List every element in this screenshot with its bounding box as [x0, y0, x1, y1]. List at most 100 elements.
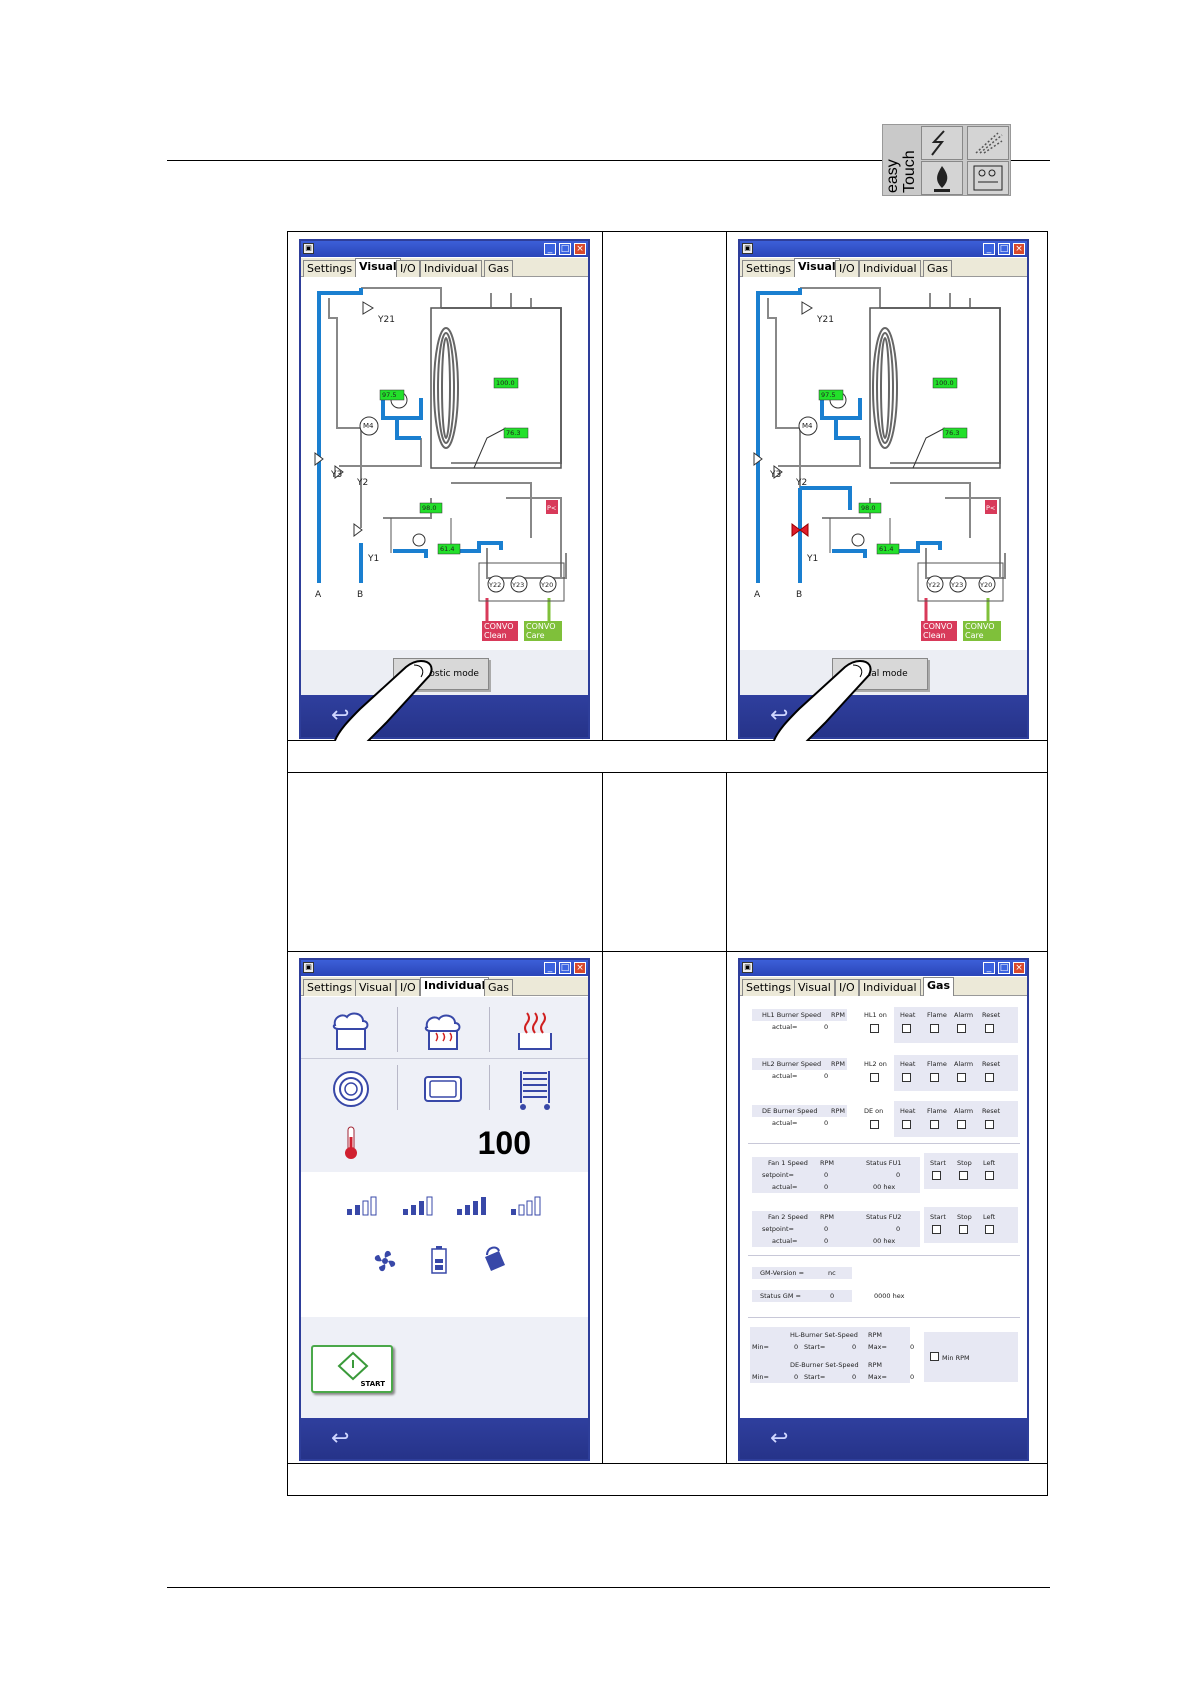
- fan1-setpoint-label: setpoint=: [762, 1171, 794, 1179]
- close-button[interactable]: ×: [1013, 243, 1025, 255]
- level-2-icon[interactable]: [401, 1195, 437, 1217]
- steam-icon: [967, 126, 1009, 160]
- fan1-left-checkbox[interactable]: [985, 1171, 994, 1180]
- tab-individual[interactable]: Individual: [859, 260, 921, 277]
- level-4-icon[interactable]: [509, 1195, 545, 1217]
- fan1-start-checkbox[interactable]: [932, 1171, 941, 1180]
- hl1-on-checkbox[interactable]: [870, 1024, 879, 1033]
- maximize-button[interactable]: □: [998, 962, 1010, 974]
- de-alarm-checkbox[interactable]: [957, 1120, 966, 1129]
- maximize-button[interactable]: □: [998, 243, 1010, 255]
- close-button[interactable]: ×: [574, 243, 586, 255]
- close-button[interactable]: ×: [574, 962, 586, 974]
- level-3-icon[interactable]: [455, 1195, 491, 1217]
- gm-version-box: [752, 1267, 852, 1279]
- cleaning-icon[interactable]: [479, 1245, 507, 1275]
- gas-panel: HL1 Burner Speed RPM actual= 0 HL1 on He…: [740, 997, 1027, 1419]
- flag-heat-label: Heat: [900, 1107, 916, 1115]
- diagram-svg: [753, 287, 1006, 641]
- steam-mode-icon[interactable]: [329, 1009, 373, 1053]
- fan-wheel-icon[interactable]: [329, 1067, 373, 1111]
- hl-set-start-label: Start=: [804, 1343, 826, 1351]
- combi-mode-icon[interactable]: [421, 1009, 465, 1053]
- tab-settings[interactable]: Settings: [303, 979, 357, 996]
- app-icon: ▣: [303, 962, 314, 973]
- convo-clean-label: CONVO: [484, 622, 514, 631]
- tab-visual[interactable]: Visual: [355, 979, 396, 996]
- hl1-heat-checkbox[interactable]: [902, 1024, 911, 1033]
- hl2-flame-checkbox[interactable]: [930, 1073, 939, 1082]
- hot-air-mode-icon[interactable]: [513, 1009, 557, 1053]
- rack-trolley-icon[interactable]: [513, 1067, 557, 1111]
- process-diagram: Y21 Y3 Y2 Y1 A B M4 97.5 100.0 76.3 98.0…: [740, 278, 1027, 650]
- tab-individual[interactable]: Individual: [859, 979, 921, 996]
- tab-gas[interactable]: Gas: [923, 977, 954, 996]
- tab-individual[interactable]: Individual: [420, 260, 482, 277]
- back-arrow-icon[interactable]: ↩: [770, 1426, 789, 1451]
- tab-visual[interactable]: Visual: [355, 258, 401, 277]
- hl2-alarm-checkbox[interactable]: [957, 1073, 966, 1082]
- minimize-button[interactable]: _: [983, 243, 995, 255]
- minimize-button[interactable]: _: [544, 962, 556, 974]
- de-set-max-value: 0: [910, 1373, 915, 1381]
- battery-icon[interactable]: [429, 1245, 449, 1275]
- hl2-heat-checkbox[interactable]: [902, 1073, 911, 1082]
- hl1-title: HL1 Burner Speed: [762, 1011, 822, 1019]
- tab-visual[interactable]: Visual: [794, 258, 840, 277]
- reading-value: 97.5: [821, 391, 836, 399]
- start-button[interactable]: START: [311, 1345, 393, 1393]
- tab-gas[interactable]: Gas: [923, 260, 952, 277]
- tab-io[interactable]: I/O: [835, 979, 859, 996]
- hl1-alarm-checkbox[interactable]: [957, 1024, 966, 1033]
- de-on-checkbox[interactable]: [870, 1120, 879, 1129]
- line-label: A: [315, 590, 322, 600]
- tab-visual[interactable]: Visual: [794, 979, 835, 996]
- hl1-flame-checkbox[interactable]: [930, 1024, 939, 1033]
- gas-flame-icon: [921, 161, 963, 195]
- tab-gas[interactable]: Gas: [484, 979, 513, 996]
- tab-settings[interactable]: Settings: [742, 260, 796, 277]
- minimize-button[interactable]: _: [544, 243, 556, 255]
- tab-settings[interactable]: Settings: [303, 260, 357, 277]
- motor-label: M4: [802, 422, 813, 430]
- tab-io[interactable]: I/O: [835, 260, 859, 277]
- bottom-bar: ↩: [301, 1418, 588, 1459]
- fan2-left-checkbox[interactable]: [985, 1225, 994, 1234]
- tab-settings[interactable]: Settings: [742, 979, 796, 996]
- hl2-reset-checkbox[interactable]: [985, 1073, 994, 1082]
- tab-io[interactable]: I/O: [396, 260, 420, 277]
- min-rpm-checkbox[interactable]: [930, 1352, 939, 1361]
- frame-caption-2: [287, 1463, 1048, 1496]
- flag-left-label: Left: [983, 1213, 996, 1221]
- de-heat-checkbox[interactable]: [902, 1120, 911, 1129]
- back-arrow-icon[interactable]: ↩: [331, 703, 350, 728]
- tab-gas[interactable]: Gas: [484, 260, 513, 277]
- fan1-actual-value: 0: [824, 1183, 829, 1191]
- close-button[interactable]: ×: [1013, 962, 1025, 974]
- minimize-button[interactable]: _: [983, 962, 995, 974]
- level-1-icon[interactable]: [345, 1195, 381, 1217]
- de-set-min-value: 0: [794, 1373, 799, 1381]
- controls-area: [301, 1172, 588, 1317]
- tab-io[interactable]: I/O: [396, 979, 420, 996]
- fan1-stop-checkbox[interactable]: [959, 1171, 968, 1180]
- maximize-button[interactable]: □: [559, 962, 571, 974]
- tab-individual[interactable]: Individual: [420, 977, 490, 996]
- oven-door-icon[interactable]: [421, 1067, 465, 1111]
- hl1-reset-checkbox[interactable]: [985, 1024, 994, 1033]
- de-unit: RPM: [831, 1107, 846, 1115]
- fan2-stop-checkbox[interactable]: [959, 1225, 968, 1234]
- fan-icon[interactable]: [371, 1247, 399, 1275]
- line-label: A: [754, 590, 761, 600]
- back-arrow-icon[interactable]: ↩: [770, 703, 789, 728]
- de-reset-checkbox[interactable]: [985, 1120, 994, 1129]
- finger-pointer-icon: [772, 659, 872, 741]
- fan2-start-checkbox[interactable]: [932, 1225, 941, 1234]
- hl2-on-checkbox[interactable]: [870, 1073, 879, 1082]
- de-flame-checkbox[interactable]: [930, 1120, 939, 1129]
- pressure-label: P<: [547, 504, 557, 512]
- hl-set-start-value: 0: [852, 1343, 857, 1351]
- back-arrow-icon[interactable]: ↩: [331, 1426, 350, 1451]
- footer-rule: [167, 1587, 1050, 1588]
- maximize-button[interactable]: □: [559, 243, 571, 255]
